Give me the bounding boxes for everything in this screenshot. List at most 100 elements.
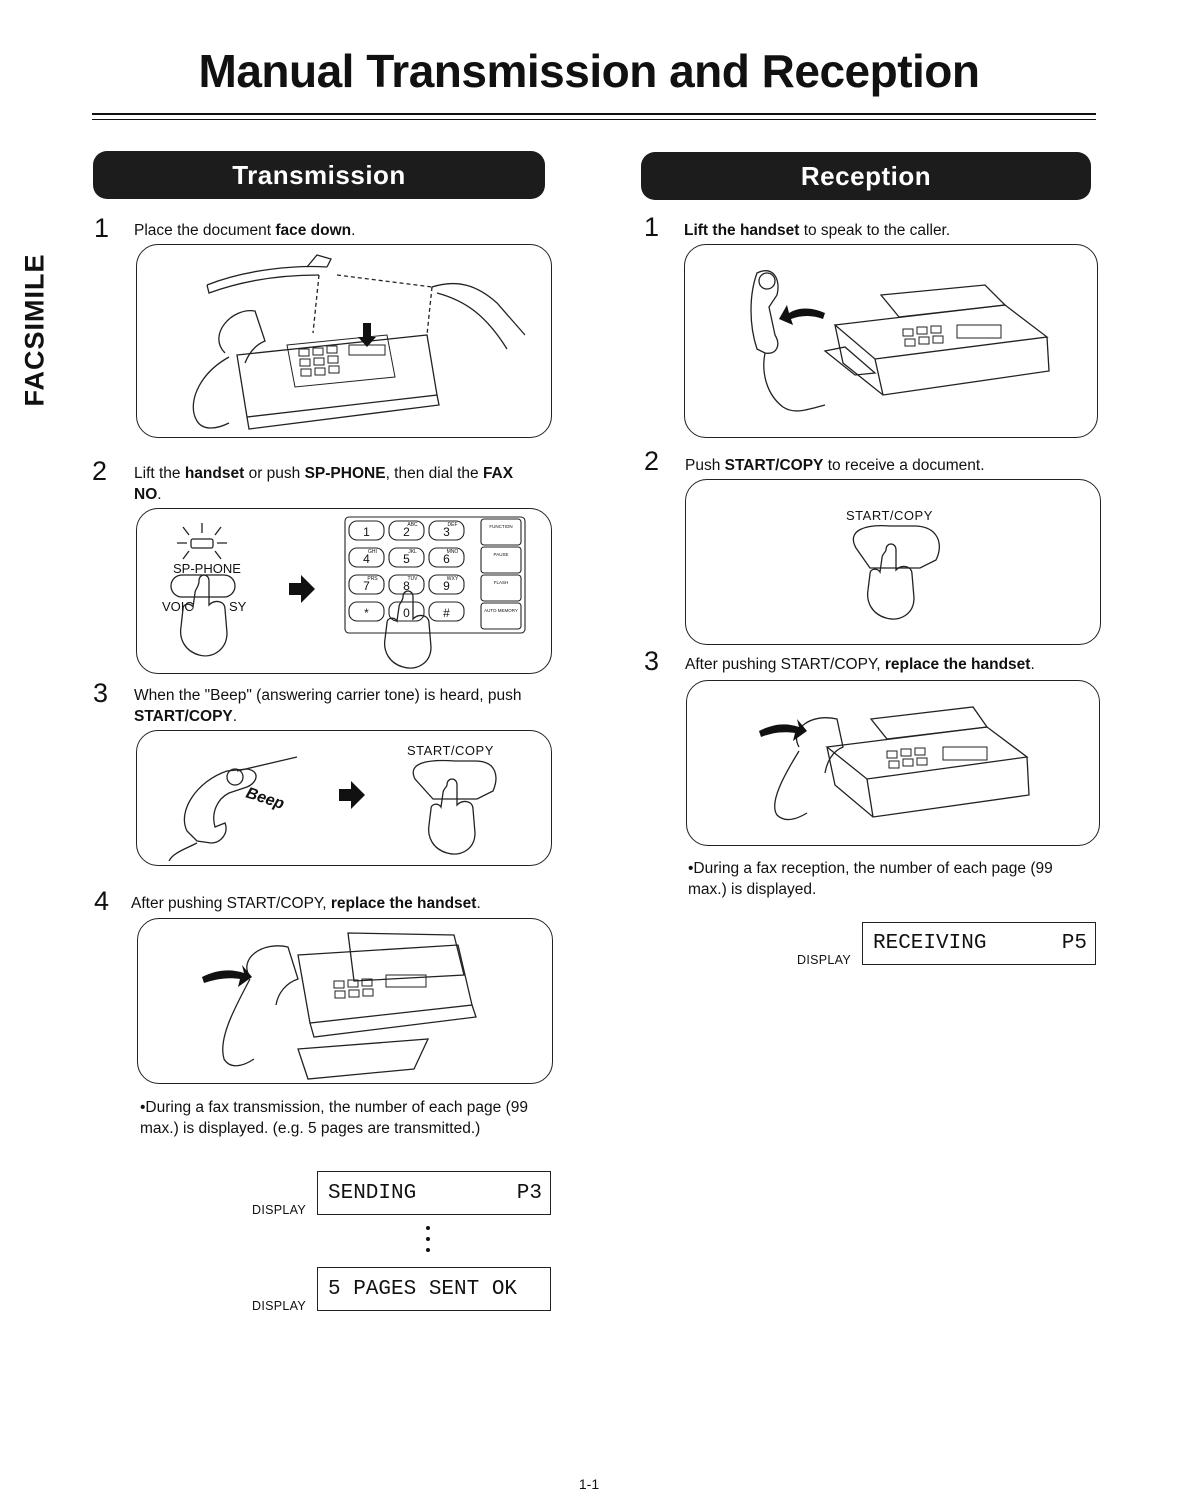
keypad-digit: 7 xyxy=(363,579,370,593)
display-label-receiving: DISPLAY xyxy=(797,953,851,967)
keypad-digit: 2 xyxy=(403,525,410,539)
beep-label: Beep xyxy=(244,785,287,813)
side-tab-label: FACSIMILE xyxy=(19,253,50,407)
emphasized-text: FAX NO xyxy=(134,465,514,503)
fax-replace-handset-illustration xyxy=(202,932,477,1080)
transmission-step-1-text: Place the document face down. xyxy=(134,220,544,241)
keypad-letters: MNO xyxy=(447,549,459,555)
keypad-letters: WXY xyxy=(447,576,459,582)
step-text-segment: When the "Beep" (answering carrier tone)… xyxy=(134,687,522,704)
lcd-display-sent-ok: 5 PAGES SENT OK xyxy=(317,1267,551,1311)
page-number: 1-1 xyxy=(578,1476,600,1492)
keypad-digit: 3 xyxy=(443,525,450,539)
page-title: Manual Transmission and Reception xyxy=(198,45,981,97)
keypad-digit: 1 xyxy=(363,525,370,539)
transmission-step-1-number: 1 xyxy=(94,213,110,243)
step-text-segment: Lift the xyxy=(134,465,185,482)
reception-step-2-text: Push START/COPY to receive a document. xyxy=(685,455,1095,476)
continuation-dots xyxy=(425,1226,431,1259)
reception-start-copy-label: START/COPY xyxy=(846,508,933,523)
step-text-segment: . xyxy=(1030,656,1035,673)
step-text-segment: . xyxy=(351,222,356,239)
lcd-display-sending: SENDING P3 xyxy=(317,1171,551,1215)
transmission-step-4-text: After pushing START/COPY, replace the ha… xyxy=(131,893,551,914)
illustration-place-document xyxy=(136,244,552,438)
transmission-step-3-number: 3 xyxy=(93,678,109,708)
lcd-receiving-page: P5 xyxy=(1061,932,1087,955)
reception-heading: Reception xyxy=(800,160,932,191)
transmission-banner: Transmission xyxy=(93,151,545,199)
transmission-heading: Transmission xyxy=(232,159,406,190)
step-text-segment: After pushing START/COPY, xyxy=(685,656,885,673)
lcd-display-receiving: RECEIVING P5 xyxy=(862,922,1096,965)
emphasized-text: SP-PHONE xyxy=(304,465,386,482)
start-copy-button-illustration: START/COPY xyxy=(846,508,940,620)
standby-label: SY xyxy=(229,599,247,614)
lcd-sending-text: SENDING xyxy=(328,1181,417,1205)
reception-banner: Reception xyxy=(641,152,1091,200)
illustration-beep-start-copy: Beep START/COPY xyxy=(136,730,552,866)
keypad-digit: 9 xyxy=(443,579,450,593)
start-copy-label: START/COPY xyxy=(407,743,494,758)
step-text-segment: to receive a document. xyxy=(823,457,985,474)
step-text-segment: , then dial the xyxy=(385,465,483,482)
keypad-digit: * xyxy=(364,606,369,620)
keypad-letters: ABC xyxy=(407,522,418,528)
emphasized-text: face down xyxy=(275,222,352,239)
display-label-sending: DISPLAY xyxy=(252,1203,306,1217)
emphasized-text: START/COPY xyxy=(134,708,233,725)
keypad-digit: 0 xyxy=(403,606,410,620)
display-label-sent-ok: DISPLAY xyxy=(252,1299,306,1313)
emphasized-text: replace the handset xyxy=(884,656,1031,673)
emphasized-text: replace the handset xyxy=(330,895,477,912)
reception-note: •During a fax reception, the number of e… xyxy=(688,860,1053,898)
keypad-letters: GHI xyxy=(368,549,377,555)
reception-step-3-number: 3 xyxy=(644,646,660,676)
keypad-digit: 6 xyxy=(443,552,450,566)
emphasized-text: handset xyxy=(184,465,245,482)
reception-step-2-number: 2 xyxy=(644,446,660,476)
reception-step-1-number: 1 xyxy=(644,212,660,242)
transmission-step-3-text: When the "Beep" (answering carrier tone)… xyxy=(134,685,544,727)
keypad-letters: PRS xyxy=(367,576,378,582)
illustration-lift-handset xyxy=(684,244,1098,438)
function-key-label: AUTO MEMORY xyxy=(484,608,518,613)
transmission-step-4-number: 4 xyxy=(94,886,110,916)
transmission-step-2-text: Lift the handset or push SP-PHONE, then … xyxy=(134,463,544,505)
function-key-label: FUNCTION xyxy=(489,524,512,529)
fax-document-illustration xyxy=(192,254,526,430)
title-divider xyxy=(92,113,1096,120)
function-key-label: PAUSE xyxy=(494,552,509,557)
lcd-sent-ok-text: 5 PAGES SENT OK xyxy=(328,1277,518,1301)
sp-phone-label: SP-PHONE xyxy=(173,561,241,576)
side-tab: FACSIMILE xyxy=(6,245,64,415)
voice-label: VOIC xyxy=(162,599,194,614)
fax-lift-handset-illustration xyxy=(750,270,1050,412)
step-text-segment: to speak to the caller. xyxy=(799,222,951,239)
step-text-segment: Place the document xyxy=(134,222,276,239)
step-text-segment: . xyxy=(157,486,162,503)
fax-replace-handset-reception-illustration xyxy=(759,706,1030,821)
illustration-replace-handset-transmission xyxy=(137,918,553,1084)
keypad-digit: 5 xyxy=(403,552,410,566)
emphasized-text: START/COPY xyxy=(724,457,824,474)
step-text-segment: Push xyxy=(685,457,725,474)
keypad-digit: 8 xyxy=(403,579,410,593)
keypad-digit: # xyxy=(443,606,450,620)
illustration-replace-handset-reception xyxy=(686,680,1100,846)
step-text-segment: . xyxy=(476,895,481,912)
illustration-push-start-copy: START/COPY xyxy=(685,479,1101,645)
transmission-note: •During a fax transmission, the number o… xyxy=(140,1099,528,1137)
step-text-segment: After pushing START/COPY, xyxy=(131,895,331,912)
function-key-label: FLASH xyxy=(494,580,509,585)
beep-start-copy-illustration: Beep START/COPY xyxy=(168,743,497,862)
reception-step-3-text: After pushing START/COPY, replace the ha… xyxy=(685,654,1097,675)
lcd-receiving-text: RECEIVING xyxy=(873,932,987,955)
step-text-segment: . xyxy=(232,708,238,725)
reception-step-1-text: Lift the handset to speak to the caller. xyxy=(684,220,1094,241)
keypad-letters: JKL xyxy=(408,549,417,555)
emphasized-text: Lift the handset xyxy=(684,222,800,239)
keypad-letters: TUV xyxy=(408,576,419,582)
